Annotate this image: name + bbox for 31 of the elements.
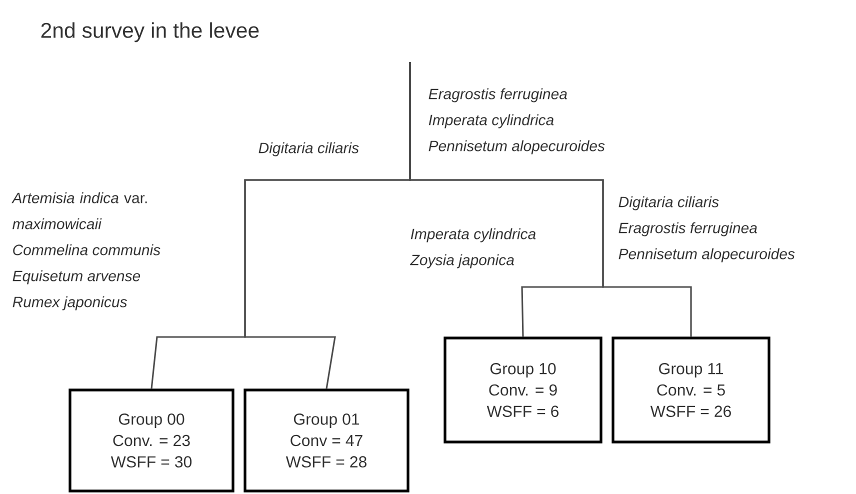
box-text: Group 00	[118, 414, 184, 428]
group-box	[444, 336, 602, 444]
group-box	[244, 388, 410, 492]
box-text: WSFF = 30	[110, 456, 192, 468]
box-text: Conv. = 9	[489, 384, 557, 396]
species-name: Imperata cylindrica	[428, 114, 554, 128]
species-name: Eragrostis ferruginea	[618, 222, 757, 236]
species-name: Eragrostis ferruginea	[428, 88, 567, 102]
group-box	[68, 388, 234, 492]
species-name: Artemisia indica var. maximowicaii	[12, 192, 147, 230]
species-name: Rumex japonicus	[12, 296, 127, 310]
box-text: WSFF = 26	[650, 406, 731, 417]
box-text: WSFF = 28	[286, 456, 366, 468]
box-text: Conv. = 23	[113, 434, 190, 446]
box-text: WSFF = 6	[486, 406, 559, 417]
box-text: Group 01	[294, 414, 360, 428]
species-name: Equisetum arvense	[12, 270, 140, 284]
title: 2nd survey in the levee	[41, 22, 259, 42]
species-name: Pennisetum alopecuroides	[428, 140, 605, 154]
box-text: Group 11	[659, 363, 723, 378]
species-name: Digitaria ciliaris	[258, 142, 359, 156]
species-name: Pennisetum alopecuroides	[618, 248, 795, 262]
species-name: Imperata cylindrica	[410, 228, 536, 242]
box-text: Conv. = 5	[657, 384, 725, 396]
tree-branch	[409, 62, 692, 337]
species-name: Zoysia japonica	[410, 254, 514, 268]
group-box	[612, 336, 770, 444]
species-name: Commelina communis	[13, 244, 160, 256]
box-text: Group 10	[490, 363, 556, 378]
species-name: Digitaria ciliaris	[618, 196, 719, 210]
box-text: Conv = 47	[290, 434, 362, 446]
